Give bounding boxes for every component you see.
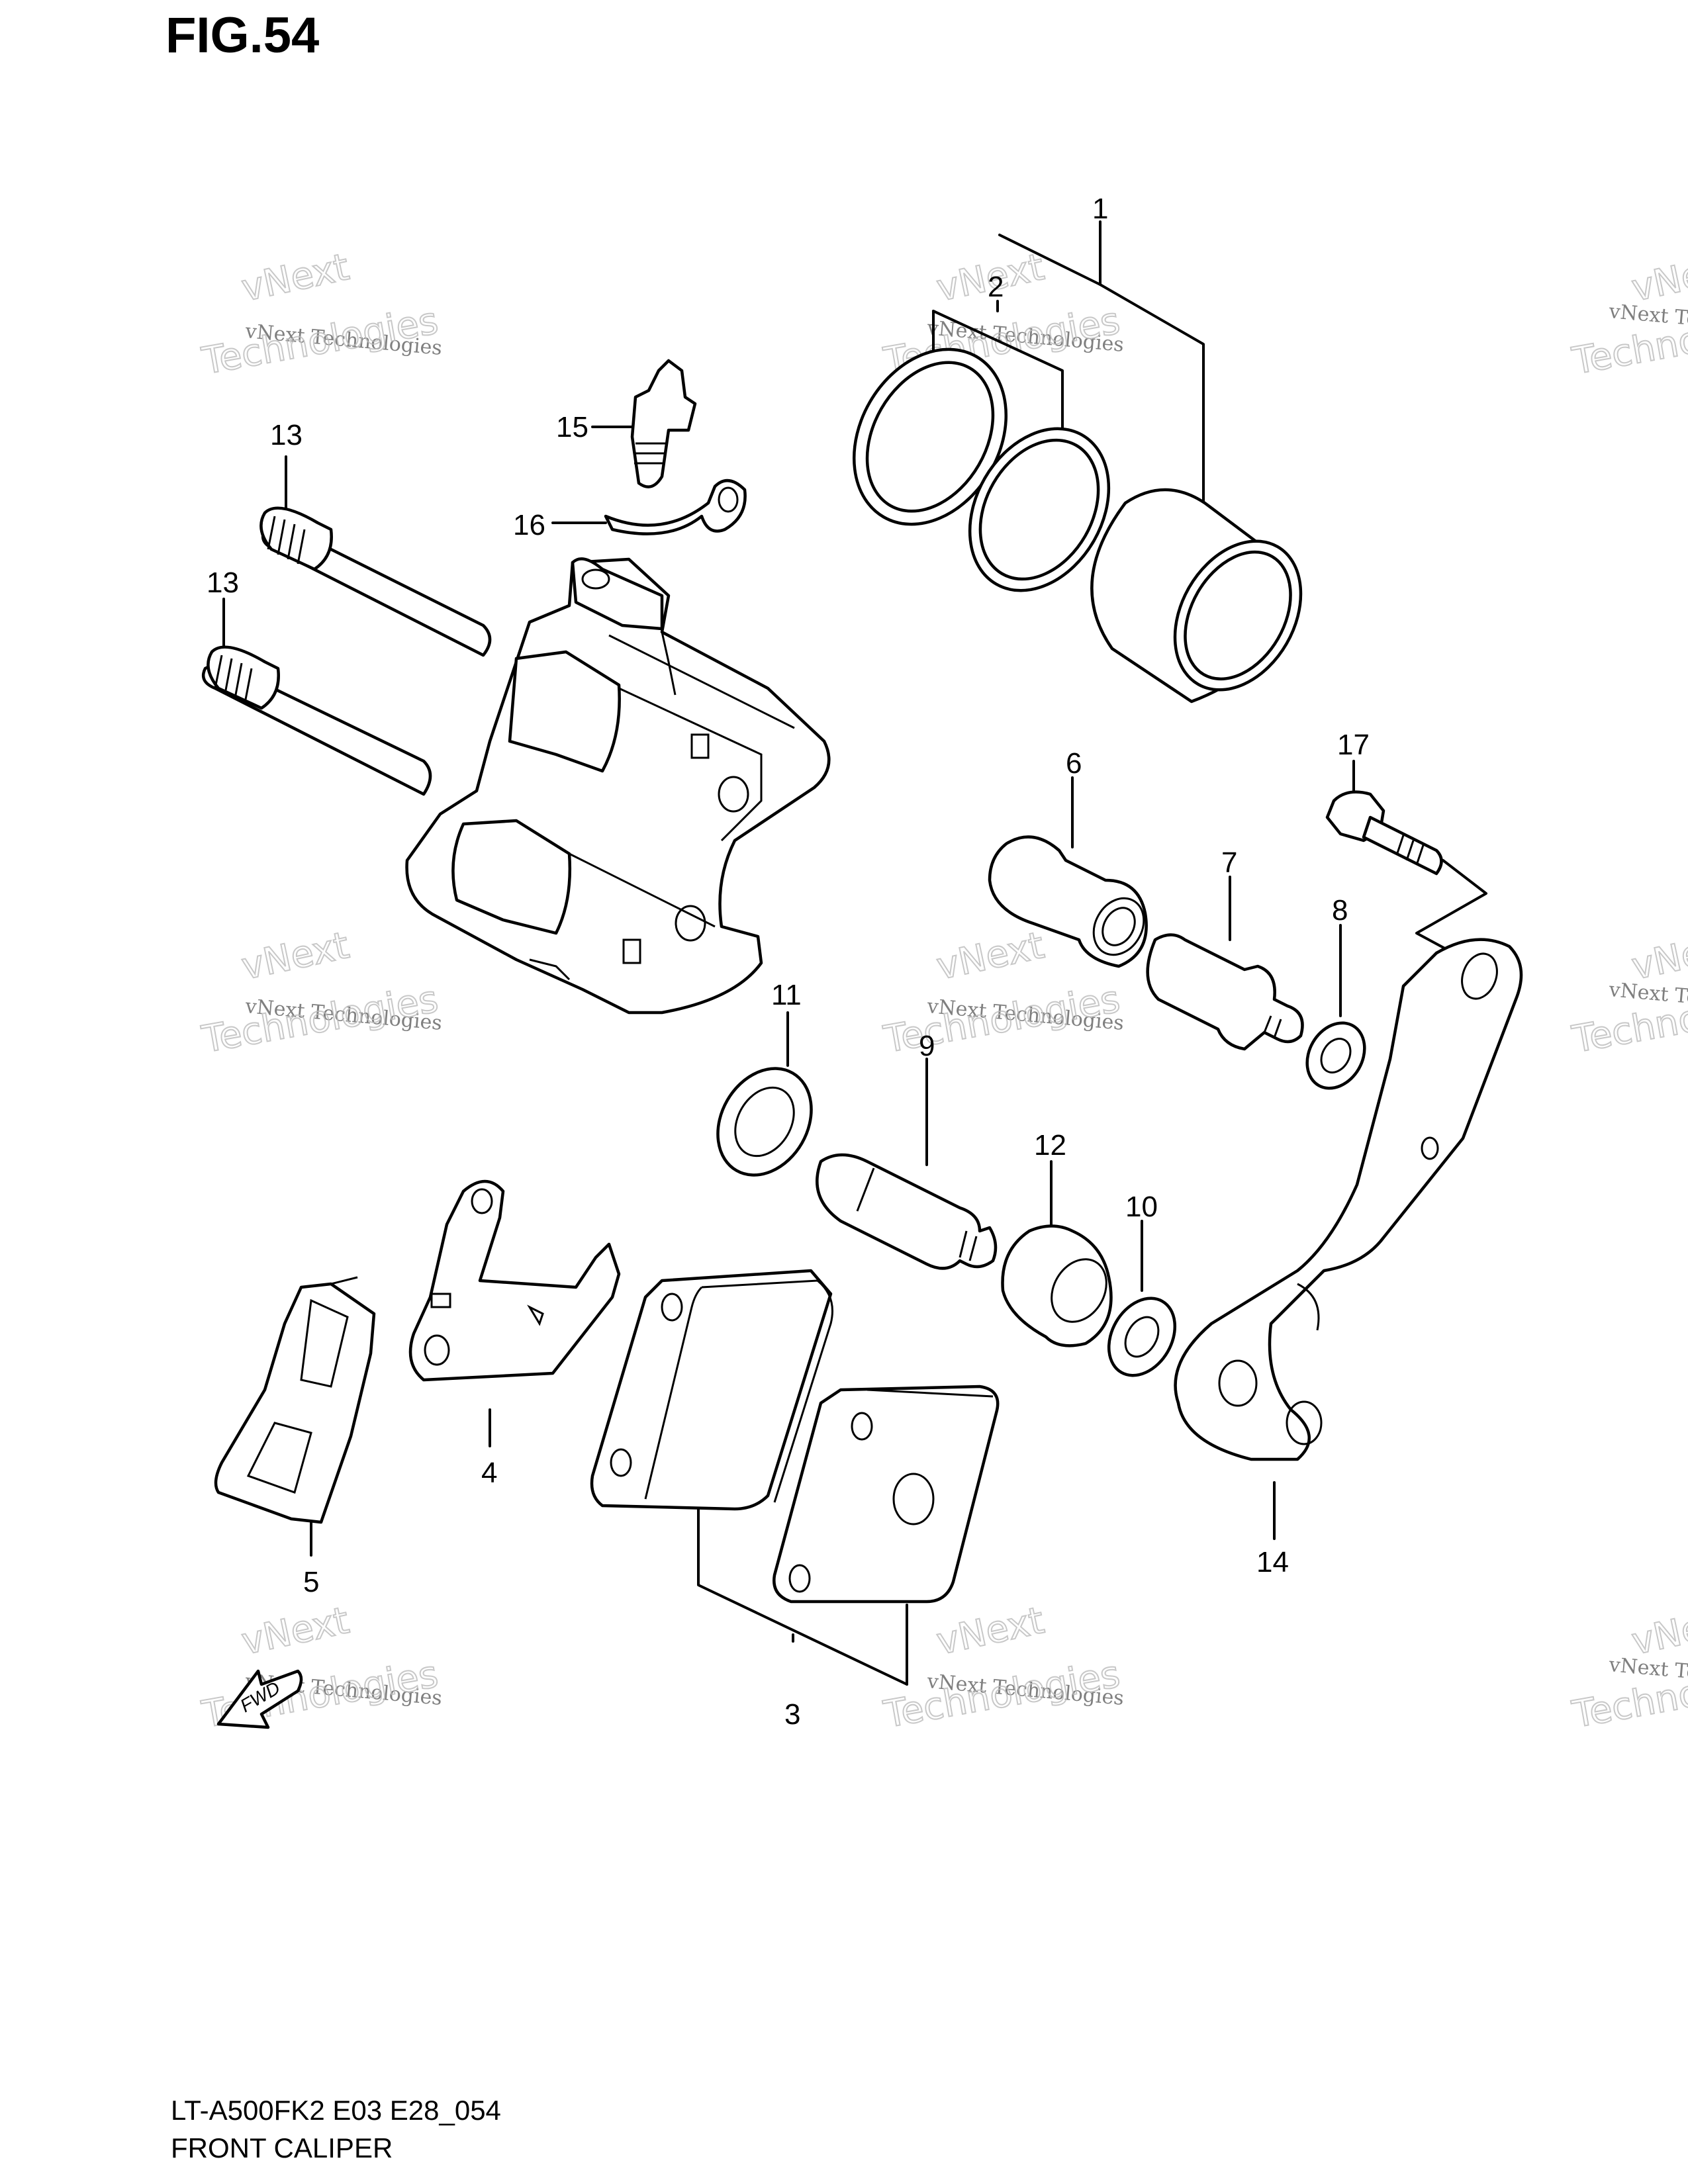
- figure-title: FIG.54: [165, 7, 320, 64]
- caliper-piston: [1090, 488, 1303, 704]
- bleeder-screw: [630, 359, 697, 488]
- bracket-mounting-bolt: [1325, 790, 1443, 876]
- callout-5: 5: [303, 1566, 319, 1598]
- caliper-slide-pin-lower: [201, 645, 432, 796]
- callout-6: 6: [1066, 747, 1082, 780]
- watermark-bottom-right: vNext vNext Technologies Technologies: [1568, 1598, 1688, 1737]
- brake-pad-inner: [590, 1269, 833, 1511]
- watermark-bottom-mid: vNext vNext Technologies Technologies: [880, 1598, 1125, 1737]
- callout-8: 8: [1332, 894, 1348, 927]
- model-code: LT-A500FK2 E03 E28_054: [171, 2095, 501, 2126]
- caliper-body: [405, 557, 831, 1015]
- dust-seal-ring: [852, 347, 1008, 526]
- callout-labels: 1 2 3 4 5 6 7 8 9 10 11 12 13 13 14 15 1…: [207, 193, 1370, 1731]
- watermark-text-outline: Technologies: [880, 1653, 1123, 1737]
- watermark-brand: vNext: [238, 246, 353, 310]
- watermark-brand: vNext: [238, 1599, 353, 1664]
- pad-shim: [214, 1276, 376, 1524]
- pin-boot-lower: [1001, 1224, 1113, 1347]
- watermark-brand: vNext: [933, 924, 1048, 989]
- watermark-text-outline: Technologies: [199, 299, 442, 383]
- watermark-brand: vNext: [1628, 924, 1688, 989]
- pad-spring: [408, 1179, 621, 1382]
- callout-4: 4: [481, 1457, 497, 1489]
- callout-17: 17: [1337, 729, 1370, 761]
- callout-11: 11: [771, 979, 802, 1011]
- callout-16: 16: [513, 509, 545, 541]
- caliper-slide-pin-upper: [259, 506, 492, 657]
- watermark-mid-right: vNext vNext Technologies Technologies: [1568, 923, 1688, 1062]
- bleeder-cap-clip: [604, 479, 747, 535]
- washer-small: [1305, 1021, 1366, 1090]
- caliper-bracket: [1174, 938, 1523, 1461]
- diagram-title: FRONT CALIPER: [171, 2132, 393, 2163]
- callout-7: 7: [1221, 846, 1237, 879]
- callout-14: 14: [1256, 1546, 1289, 1578]
- slide-pin: [816, 1153, 998, 1270]
- callout-12: 12: [1034, 1129, 1066, 1161]
- callout-9: 9: [919, 1030, 935, 1062]
- washer-large: [1107, 1297, 1177, 1377]
- callout-3: 3: [784, 1698, 800, 1731]
- pin-boot-upper: [716, 1067, 813, 1177]
- callout-10: 10: [1125, 1191, 1158, 1223]
- slide-pin-sleeve: [988, 835, 1148, 968]
- brake-pad-outer: [773, 1385, 1000, 1604]
- callout-13-lower: 13: [207, 567, 239, 599]
- watermark-text-outline: Technologies: [880, 978, 1123, 1062]
- watermark-text-outline: Technologies: [199, 978, 442, 1062]
- piston-seal-ring: [968, 427, 1111, 592]
- callout-15: 15: [556, 411, 588, 443]
- bracket-pin-bolt: [1146, 933, 1304, 1051]
- watermark-brand: vNext: [1628, 1599, 1688, 1664]
- callout-13-upper: 13: [270, 419, 303, 451]
- callout-1: 1: [1092, 193, 1108, 225]
- watermark-brand: vNext: [933, 1599, 1048, 1664]
- callout-2: 2: [988, 271, 1004, 303]
- watermark-brand: vNext: [238, 924, 353, 989]
- watermark-top-right: vNext vNext Technologies Technologies: [1568, 245, 1688, 384]
- watermark-mid-left: vNext vNext Technologies Technologies: [198, 923, 443, 1062]
- watermark-top-left: vNext vNext Technologies Technologies: [198, 245, 443, 384]
- watermark-brand: vNext: [1628, 246, 1688, 310]
